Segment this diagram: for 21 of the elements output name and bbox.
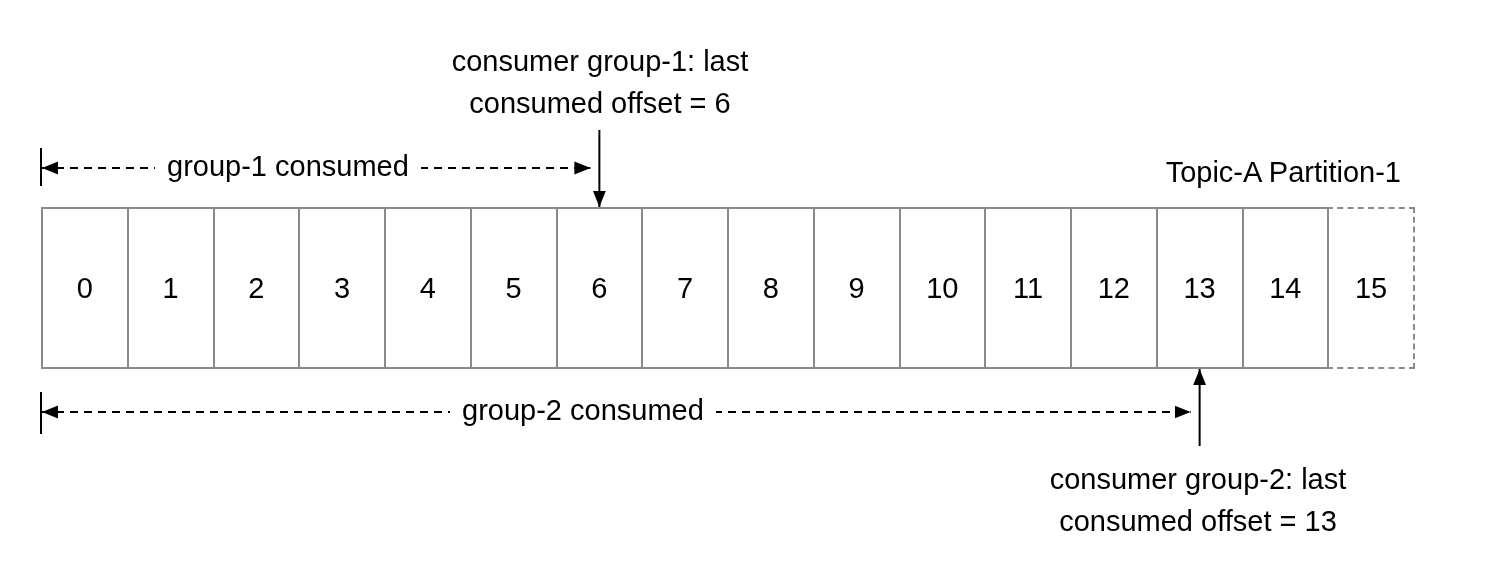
offset-cell: 13 [1155, 207, 1244, 369]
offset-cell: 1 [126, 207, 215, 369]
offset-cell: 6 [555, 207, 644, 369]
offset-cell: 8 [727, 207, 815, 369]
offset-cell: 12 [1070, 207, 1158, 369]
offset-cell: 5 [469, 207, 558, 369]
offset-cell: 2 [212, 207, 301, 369]
offset-cell: 0 [41, 207, 129, 369]
offset-cell: 9 [812, 207, 901, 369]
offset-cell: 3 [298, 207, 386, 369]
offset-cell: 7 [641, 207, 729, 369]
offset-cell: 11 [984, 207, 1072, 369]
offset-annotation: consumer group-1: last consumed offset = 6 [390, 40, 810, 124]
arrow [1193, 368, 1207, 447]
offset-cell: 10 [898, 207, 987, 369]
offset-cell: 14 [1241, 207, 1330, 369]
arrow [593, 129, 606, 208]
offset-cell: 15 [1327, 207, 1415, 369]
offset-cell: 4 [384, 207, 472, 369]
offset-annotation: consumer group-2: last consumed offset = 13 [988, 458, 1408, 542]
partition-title: Topic-A Partition-1 [1164, 155, 1402, 189]
